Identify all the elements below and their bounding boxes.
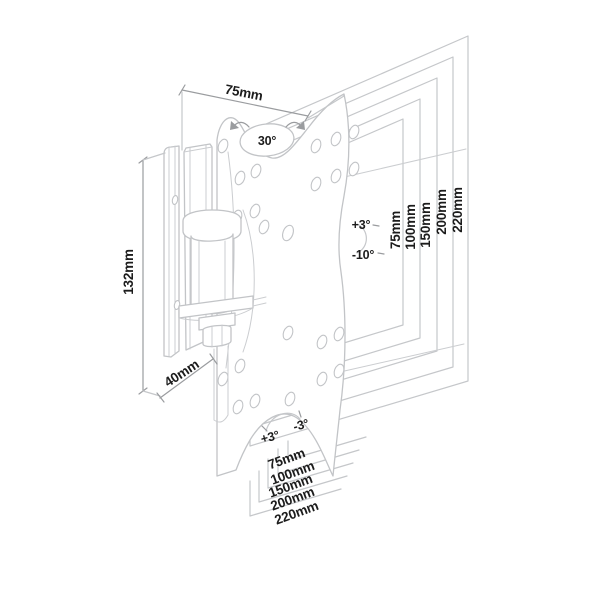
hole (249, 393, 261, 409)
hole (348, 124, 360, 140)
hole (284, 391, 296, 407)
hole (282, 224, 294, 242)
level-right-label: -3° (292, 416, 311, 434)
hole (232, 399, 244, 415)
vesa-size-label-right-100: 100mm (403, 204, 418, 250)
level-indicator: +3° -3° (259, 410, 311, 446)
hole (217, 371, 229, 387)
dimension-line (159, 358, 214, 399)
top-width-label: 75mm (224, 82, 265, 104)
dimension-40mm: 40mm (156, 353, 218, 403)
hole (234, 358, 246, 374)
vesa-size-label-right-220: 220mm (450, 187, 465, 233)
hole (333, 326, 345, 342)
dimension-line (181, 89, 309, 117)
hole (348, 161, 360, 177)
dimension-132mm: 132mm (121, 152, 166, 397)
hole (330, 131, 342, 147)
bracket-height-label: 132mm (121, 249, 136, 295)
swivel-oval (239, 123, 295, 157)
hinge-stem (213, 345, 229, 423)
tilt-up-label: +3° (352, 218, 371, 232)
mounting-holes (216, 124, 360, 415)
hole (316, 371, 328, 387)
hole (316, 334, 328, 350)
pattern-line-top (339, 148, 467, 179)
plate-arm-curve (242, 209, 255, 353)
extension-line (307, 95, 345, 119)
hinge-nut (202, 324, 232, 348)
arrowhead-right (296, 121, 305, 130)
hole (249, 203, 261, 219)
pattern-line-bottom (339, 343, 465, 373)
level-arc (265, 412, 301, 432)
tilt-down-label: -10° (352, 248, 374, 262)
hole (171, 195, 179, 205)
vesa-size-label-right-75: 75mm (388, 211, 403, 249)
hole (310, 176, 322, 192)
dimension-75mm: 75mm (178, 82, 345, 151)
hole (258, 219, 270, 235)
arrowhead-left (230, 121, 239, 130)
tilt-arc (356, 223, 367, 254)
hole (333, 363, 345, 379)
wall-plate-back (163, 145, 180, 358)
extension-line (142, 390, 161, 397)
swivel-indicator: 30° (230, 121, 305, 157)
hole (282, 325, 294, 341)
swivel-angle-label: 30° (258, 134, 277, 148)
hole (330, 168, 342, 184)
hole (250, 163, 262, 179)
bracket-depth-label: 40mm (161, 356, 201, 390)
tilt-indicator: +3° -10° (352, 218, 385, 262)
hole (234, 170, 246, 186)
vesa-size-labels-right: 75mm 100mm 150mm 200mm 220mm (388, 187, 465, 250)
vesa-size-label-right-150: 150mm (418, 202, 433, 248)
vesa-size-label-right-200: 200mm (434, 189, 449, 235)
level-left-label: +3° (259, 428, 281, 446)
extension-line (142, 152, 166, 161)
hole (310, 138, 322, 154)
hole (217, 138, 229, 154)
tilt-hinge (178, 209, 267, 423)
